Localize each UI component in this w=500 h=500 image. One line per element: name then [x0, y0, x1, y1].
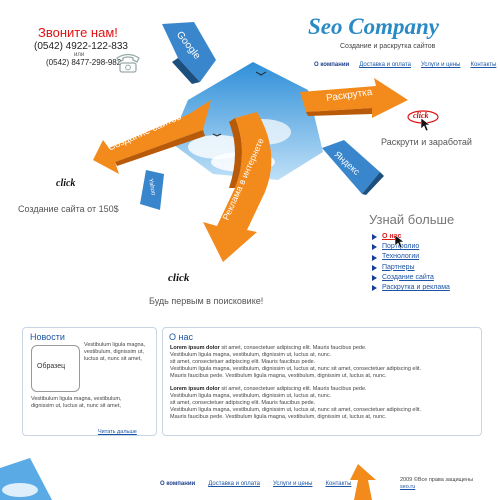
- footer-sky-decoration: [0, 458, 52, 500]
- google-banner[interactable]: Google: [154, 20, 222, 84]
- bullet-arrow-icon: [372, 285, 377, 292]
- about-p1-line: Vestibulum ligula magna, vestibulum, dig…: [170, 366, 421, 372]
- bullet-arrow-icon: [372, 234, 377, 241]
- news-title: Новости: [30, 332, 65, 342]
- copyright: 2009 ©Все права защищены seo.ru: [400, 477, 473, 491]
- news-image-label: Образец: [37, 363, 66, 370]
- bullet-arrow-icon: [372, 244, 377, 251]
- yandex-banner[interactable]: Яндекс: [322, 140, 384, 195]
- bullet-arrow-icon: [372, 254, 377, 261]
- learn-more-item-promotion[interactable]: Раскрутка и реклама: [372, 283, 450, 293]
- about-p1-line: sit amet, consectetuer adipiscing elit. …: [170, 359, 316, 365]
- learn-more-item-portfolio[interactable]: Портфолио: [372, 242, 450, 252]
- about-p2-line: Vestibulum ligula magna, vestibulum, dig…: [170, 393, 332, 399]
- learn-more-title: Узнай больше: [369, 212, 455, 227]
- copyright-text: 2009 ©Все права защищены: [400, 477, 474, 483]
- about-p1-line: Vestibulum ligula magna, vestibulum, dig…: [170, 352, 332, 358]
- click-label-2: click: [413, 111, 429, 120]
- yandex-banner-shape: [322, 140, 384, 195]
- learn-more-list: О нас Портфолио Технологии Партнеры Созд…: [372, 232, 450, 293]
- footer-arrow-decoration: [350, 464, 376, 500]
- learn-more-item-about[interactable]: О нас: [372, 232, 450, 242]
- about-paragraph-1: Lorem ipsum dolor sit amet, consectetuer…: [170, 345, 475, 380]
- botnav-services[interactable]: Услуги и цены: [273, 481, 313, 487]
- topnav-contacts[interactable]: Контакты: [470, 62, 497, 68]
- about-p1-line: sit amet, consectetuer adipiscing elit. …: [219, 345, 367, 351]
- google-banner-shape: [162, 22, 216, 84]
- news-bottom-text: Vestibulum ligula magna, vestibulum, dig…: [31, 396, 153, 410]
- yahoo-banner[interactable]: Yahoo: [140, 170, 166, 212]
- read-more-link[interactable]: Читать дальше: [98, 429, 137, 435]
- learn-more-item-technologies[interactable]: Технологии: [372, 252, 450, 262]
- about-panel: [162, 327, 482, 436]
- raskrutka-banner[interactable]: Раскрутка: [300, 78, 410, 118]
- company-logo[interactable]: Seo Company: [308, 14, 439, 39]
- news-bottom-line: Vestibulum ligula magna, vestibulum,: [31, 396, 122, 402]
- click-label-1[interactable]: click: [56, 178, 76, 189]
- topnav-about[interactable]: О компании: [314, 62, 350, 68]
- about-title: О нас: [169, 332, 193, 342]
- slogan-be-first: Будь первым в поисковике!: [149, 296, 264, 306]
- bullet-arrow-icon: [372, 274, 377, 281]
- learn-more-item-site-creation[interactable]: Создание сайта: [372, 273, 450, 283]
- click-label-3[interactable]: click: [168, 272, 190, 284]
- about-p2-lead: Lorem ipsum dolor: [170, 386, 220, 392]
- news-bottom-line: dignissim ut, luctus at, nunc sit amet,: [31, 403, 121, 409]
- cursor-icon: [420, 117, 431, 137]
- about-paragraph-2: Lorem ipsum dolor sit amet, consectetuer…: [170, 386, 475, 421]
- topnav-delivery[interactable]: Доставка и оплата: [359, 62, 412, 68]
- cursor-icon: [394, 234, 405, 254]
- news-side-line: vestibulum, dignissim ut,: [84, 349, 144, 355]
- botnav-about[interactable]: О компании: [160, 481, 196, 487]
- topnav-services[interactable]: Услуги и цены: [421, 62, 461, 68]
- sozdanie-banner[interactable]: Создание сайтов: [93, 100, 213, 175]
- news-image-placeholder: [31, 345, 80, 392]
- reklama-arrow-shape: [203, 112, 272, 262]
- news-side-text: Vestibulum ligula magna, vestibulum, dig…: [84, 342, 154, 363]
- yahoo-banner-shape: [140, 170, 164, 210]
- phone-or-label: или: [74, 52, 85, 58]
- slogan-create-site: Создание сайта от 150$: [18, 204, 119, 214]
- botnav-delivery[interactable]: Доставка и оплата: [208, 481, 261, 487]
- learn-more-item-partners[interactable]: Партнеры: [372, 263, 450, 273]
- reklama-banner[interactable]: Реклама в интернете: [195, 112, 285, 262]
- about-p1-line: Mauris faucibus pede. Vestibulum ligula …: [170, 373, 387, 379]
- about-p2-line: Mauris faucibus pede. Vestibulum ligula …: [170, 414, 387, 420]
- slogan-promote: Раскрути и заработай: [381, 137, 472, 147]
- news-side-line: Vestibulum ligula magna,: [84, 342, 146, 348]
- footer-site-link[interactable]: seo.ru: [400, 484, 416, 490]
- raskrutka-arrow-shape: [300, 78, 408, 118]
- about-p2-line: Vestibulum ligula magna, vestibulum, dig…: [170, 407, 421, 413]
- top-navigation: О компании Доставка и оплата Услуги и це…: [314, 62, 496, 68]
- bullet-arrow-icon: [372, 264, 377, 271]
- tagline: Создание и раскрутка сайтов: [340, 43, 436, 50]
- about-p2-line: sit amet, consectetuer adipiscing elit. …: [219, 386, 367, 392]
- about-p1-lead: Lorem ipsum dolor: [170, 345, 220, 351]
- bottom-navigation: О компании Доставка и оплата Услуги и це…: [160, 481, 351, 487]
- about-text: Lorem ipsum dolor sit amet, consectetuer…: [170, 345, 475, 421]
- botnav-contacts[interactable]: Контакты: [325, 481, 352, 487]
- about-p2-line: sit amet, consectetuer adipiscing elit. …: [170, 400, 316, 406]
- phone-number-2[interactable]: (0542) 8477-298-982: [46, 58, 122, 67]
- telephone-icon: [115, 52, 141, 79]
- phone-number-1[interactable]: (0542) 4922-122-833: [34, 41, 128, 52]
- call-us-title: Звоните нам!: [38, 25, 118, 40]
- sozdanie-arrow-shape: [93, 100, 211, 174]
- news-side-line: luctus at, nunc sit amet,: [84, 356, 142, 362]
